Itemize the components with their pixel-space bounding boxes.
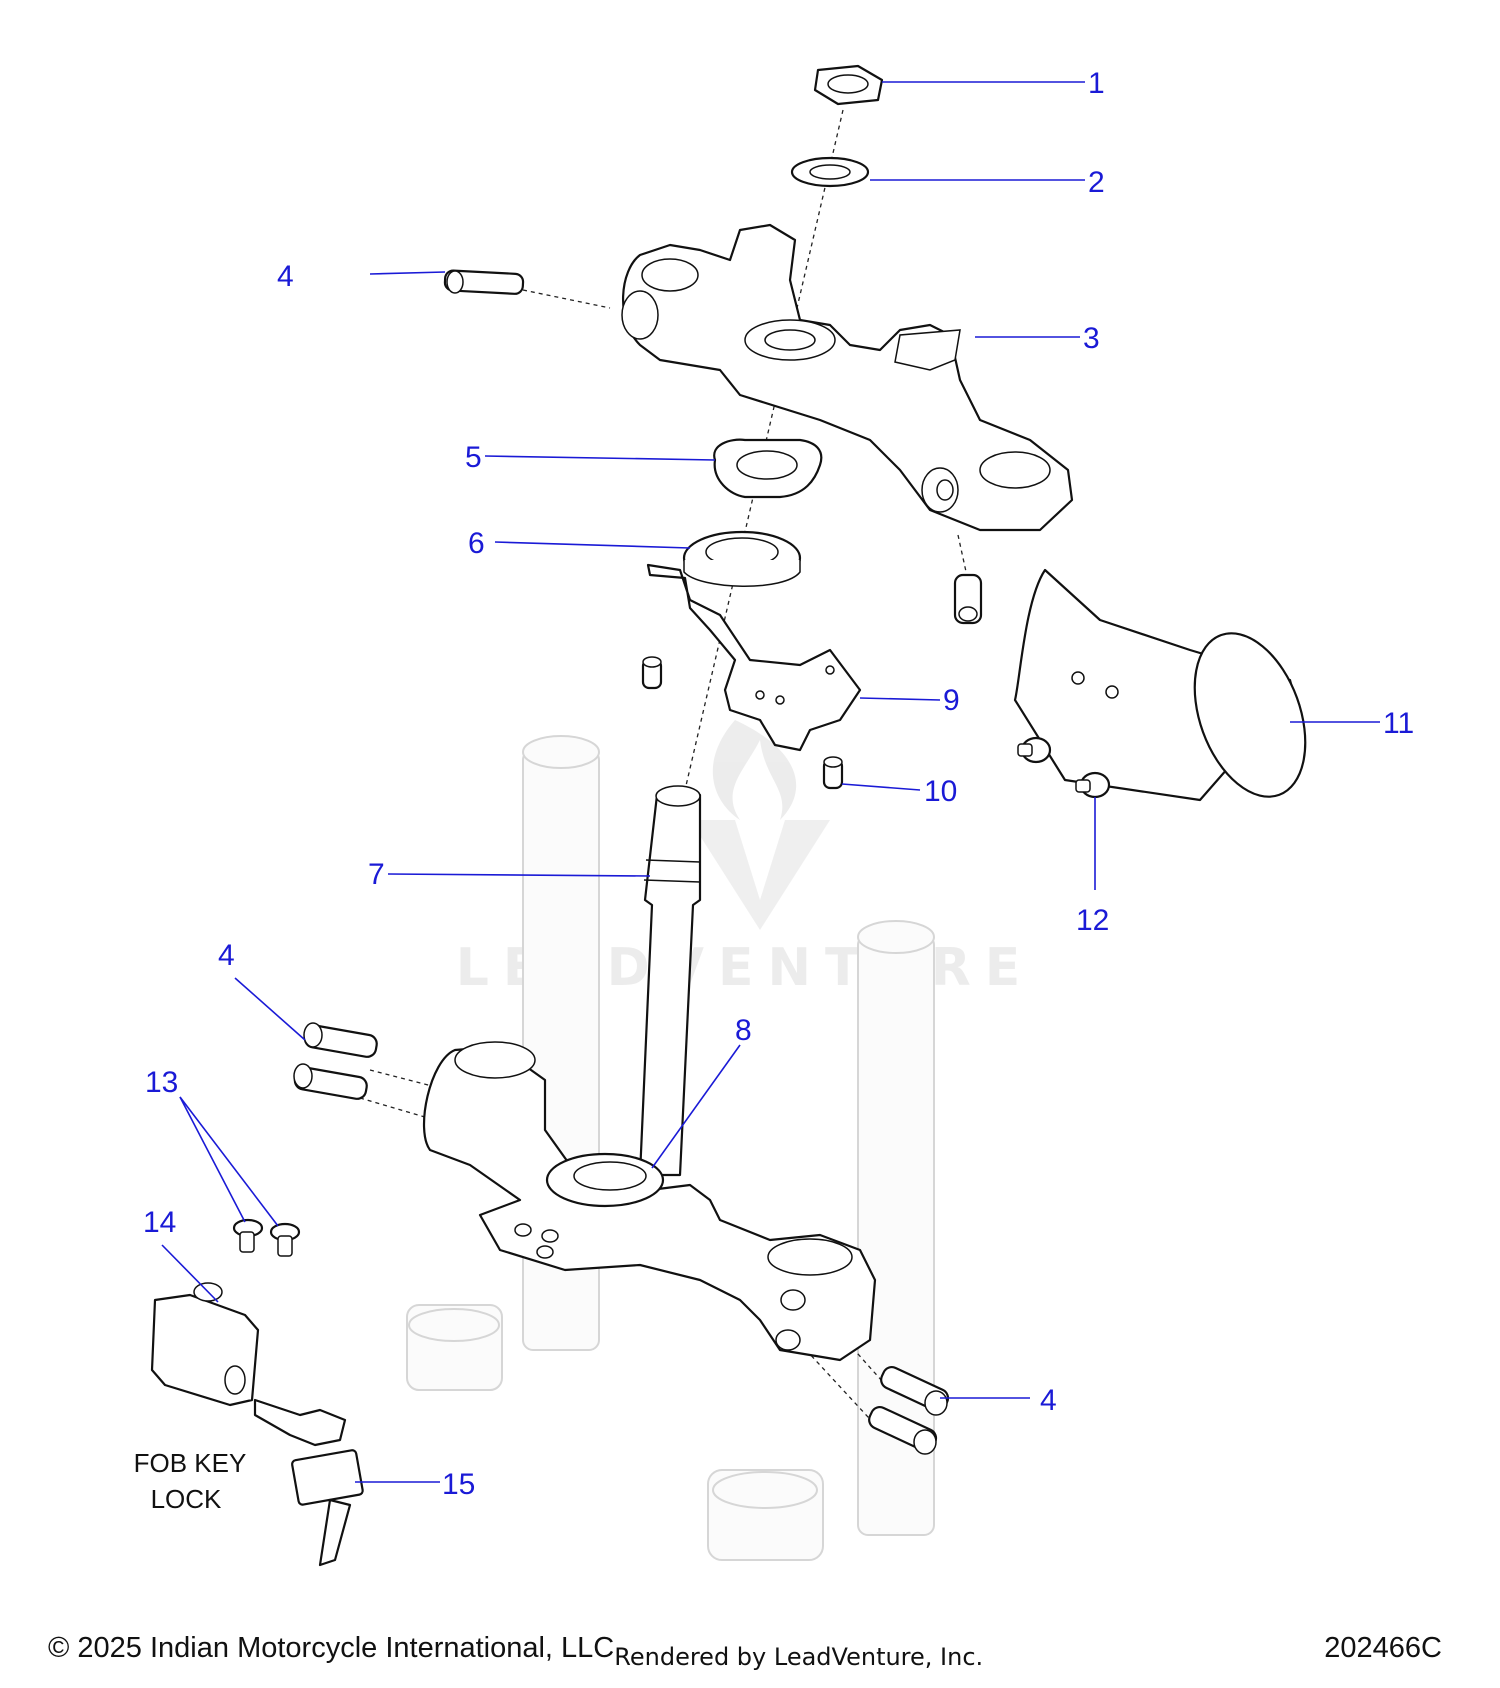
callout-10[interactable]: 10 bbox=[924, 775, 957, 808]
callout-8[interactable]: 8 bbox=[735, 1014, 752, 1047]
callout-5[interactable]: 5 bbox=[465, 441, 482, 474]
callout-9[interactable]: 9 bbox=[943, 684, 960, 717]
callout-4-lower-right[interactable]: 4 bbox=[1040, 1384, 1057, 1417]
part-keys bbox=[253, 1398, 364, 1567]
part-upper-bearing bbox=[682, 530, 802, 587]
callout-12[interactable]: 12 bbox=[1076, 904, 1109, 937]
part-upper-triple-clamp bbox=[621, 223, 1074, 532]
callout-1[interactable]: 1 bbox=[1088, 67, 1105, 100]
part-bolts-lower-right bbox=[868, 1366, 950, 1455]
part-screw-10 bbox=[822, 756, 844, 790]
callout-15[interactable]: 15 bbox=[442, 1468, 475, 1501]
leader-lines bbox=[161, 81, 1380, 1483]
part-lower-bearing bbox=[545, 1152, 665, 1208]
part-fob-key-lock bbox=[150, 1282, 260, 1407]
diagram-id: 202466C bbox=[1324, 1632, 1442, 1664]
part-nut bbox=[813, 64, 884, 106]
callout-14[interactable]: 14 bbox=[143, 1206, 176, 1239]
callout-4-upper[interactable]: 4 bbox=[277, 260, 294, 293]
part-washer bbox=[790, 156, 870, 188]
part-adjuster-nut bbox=[713, 438, 823, 499]
part-bolts-lower-left bbox=[293, 1022, 378, 1100]
copyright-text: © 2025 Indian Motorcycle International, … bbox=[48, 1632, 615, 1664]
part-screw-12a bbox=[1017, 736, 1052, 764]
part-steering-stem bbox=[638, 785, 702, 1177]
part-bolt-upper-right bbox=[953, 573, 983, 625]
callout-3[interactable]: 3 bbox=[1083, 322, 1100, 355]
part-screw-small bbox=[641, 656, 663, 690]
callout-4-lower-left[interactable]: 4 bbox=[218, 939, 235, 972]
part-bolt-upper-left bbox=[443, 269, 525, 295]
footer-copyright: © 2025 Indian Motorcycle International, … bbox=[48, 1632, 983, 1671]
callout-2[interactable]: 2 bbox=[1088, 166, 1105, 199]
part-screws-13 bbox=[232, 1218, 301, 1257]
note-line-2: LOCK bbox=[151, 1484, 222, 1514]
note-line-1: FOB KEY bbox=[134, 1448, 247, 1478]
callout-6[interactable]: 6 bbox=[468, 527, 485, 560]
rendered-by-text: Rendered by LeadVenture, Inc. bbox=[614, 1643, 984, 1671]
part-cover-tube bbox=[1013, 568, 1307, 802]
callout-11[interactable]: 11 bbox=[1383, 707, 1414, 740]
callout-7[interactable]: 7 bbox=[368, 858, 385, 891]
part-bracket bbox=[646, 563, 862, 752]
callout-13[interactable]: 13 bbox=[145, 1066, 178, 1099]
